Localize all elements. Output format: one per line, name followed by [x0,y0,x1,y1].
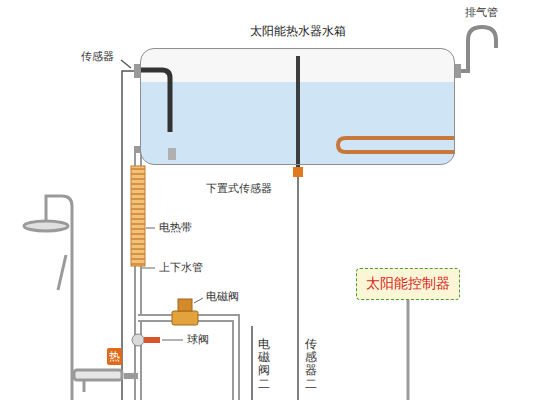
solenoid-valve [194,298,203,303]
part-label: 电磁阀二 [258,338,270,391]
heating-band [142,268,155,269]
exhaust-pipe [461,27,496,71]
tank-body [168,148,176,160]
node-text: 热 [109,349,120,364]
bottom-sensor [293,167,303,177]
control-wires [297,177,299,400]
sensor-probe [141,70,170,132]
shower-set [74,370,122,380]
shower-set [24,196,122,400]
water-pipe [124,373,138,379]
part-label: 传感器二 [305,338,317,391]
hot-tag: 热 [107,348,122,365]
ball-valve [132,334,183,346]
exhaust-pipe [461,27,496,71]
water-pipe [138,318,236,400]
heating-band [146,228,155,229]
part-label: 电热带 [158,221,193,234]
shower-set [58,255,66,290]
sensor-probe [141,70,170,132]
solenoid-valve [172,311,198,325]
controller-box: 太阳能控制器 [356,268,460,300]
solenoid-valve [172,298,203,325]
ball-valve [162,340,183,341]
control-wires [251,326,253,400]
bottom-sensor [296,56,300,168]
solenoid-valve [178,299,192,311]
heating-band [131,166,155,268]
part-label: 传感器 [80,50,115,63]
tank-box: 太阳能热水器水箱 [140,48,455,165]
part-label: 下置式传感器 [205,182,273,195]
water-pipe [138,318,236,400]
part-label: 球阀 [186,333,210,346]
bottom-sensor [293,56,303,177]
part-label: 电磁阀 [205,290,240,303]
tank-body [455,64,461,78]
part-label: 上下水管 [158,261,204,274]
ball-valve [132,334,144,346]
part-label: 排气管 [464,6,499,19]
heating-band [131,166,145,266]
sensor-wire [121,60,131,68]
heating-element [338,138,455,152]
ball-valve [144,337,160,343]
shower-set [24,221,68,231]
control-wires [407,300,410,400]
heating-element [338,138,455,152]
shower-set [83,380,86,392]
node-text: 太阳能热水器水箱 [141,23,454,40]
node-text: 太阳能控制器 [366,275,450,293]
